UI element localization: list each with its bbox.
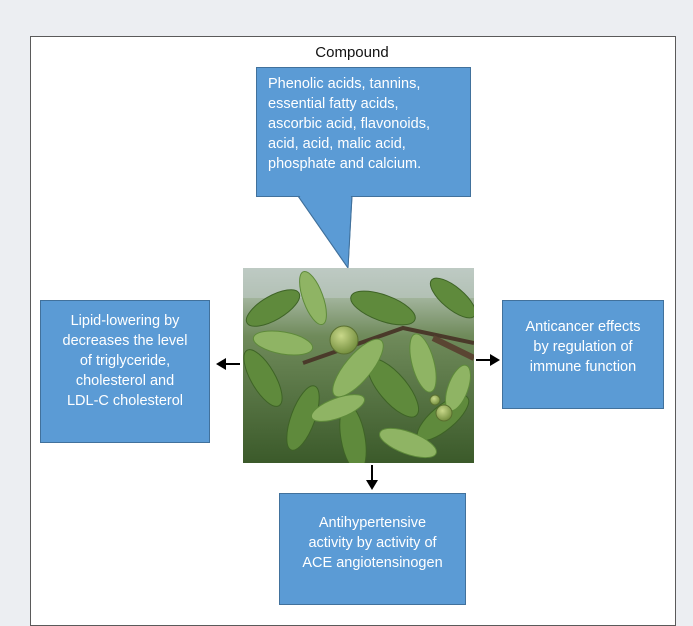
compound-callout: Phenolic acids, tannins, essential fatty… — [256, 67, 471, 197]
antihypertensive-text: Antihypertensive activity by activity of… — [302, 515, 443, 571]
arrow-left — [216, 358, 240, 370]
compound-title: Compound — [315, 44, 389, 61]
anticancer-text: Anticancer effects by regulation of immu… — [525, 319, 641, 375]
arrows-layer — [216, 354, 500, 490]
callout-seam — [297, 195, 353, 269]
lipid-lowering-box: Lipid-lowering by decreases the level of… — [40, 300, 210, 443]
anticancer-box: Anticancer effects by regulation of immu… — [502, 300, 664, 409]
walnut-tree-photo — [243, 268, 474, 463]
arrow-down — [366, 465, 378, 490]
compound-list-text: Phenolic acids, tannins, essential fatty… — [268, 76, 430, 172]
lipid-lowering-text: Lipid-lowering by decreases the level of… — [62, 313, 188, 409]
arrow-right — [476, 354, 500, 366]
antihypertensive-box: Antihypertensive activity by activity of… — [279, 493, 466, 605]
